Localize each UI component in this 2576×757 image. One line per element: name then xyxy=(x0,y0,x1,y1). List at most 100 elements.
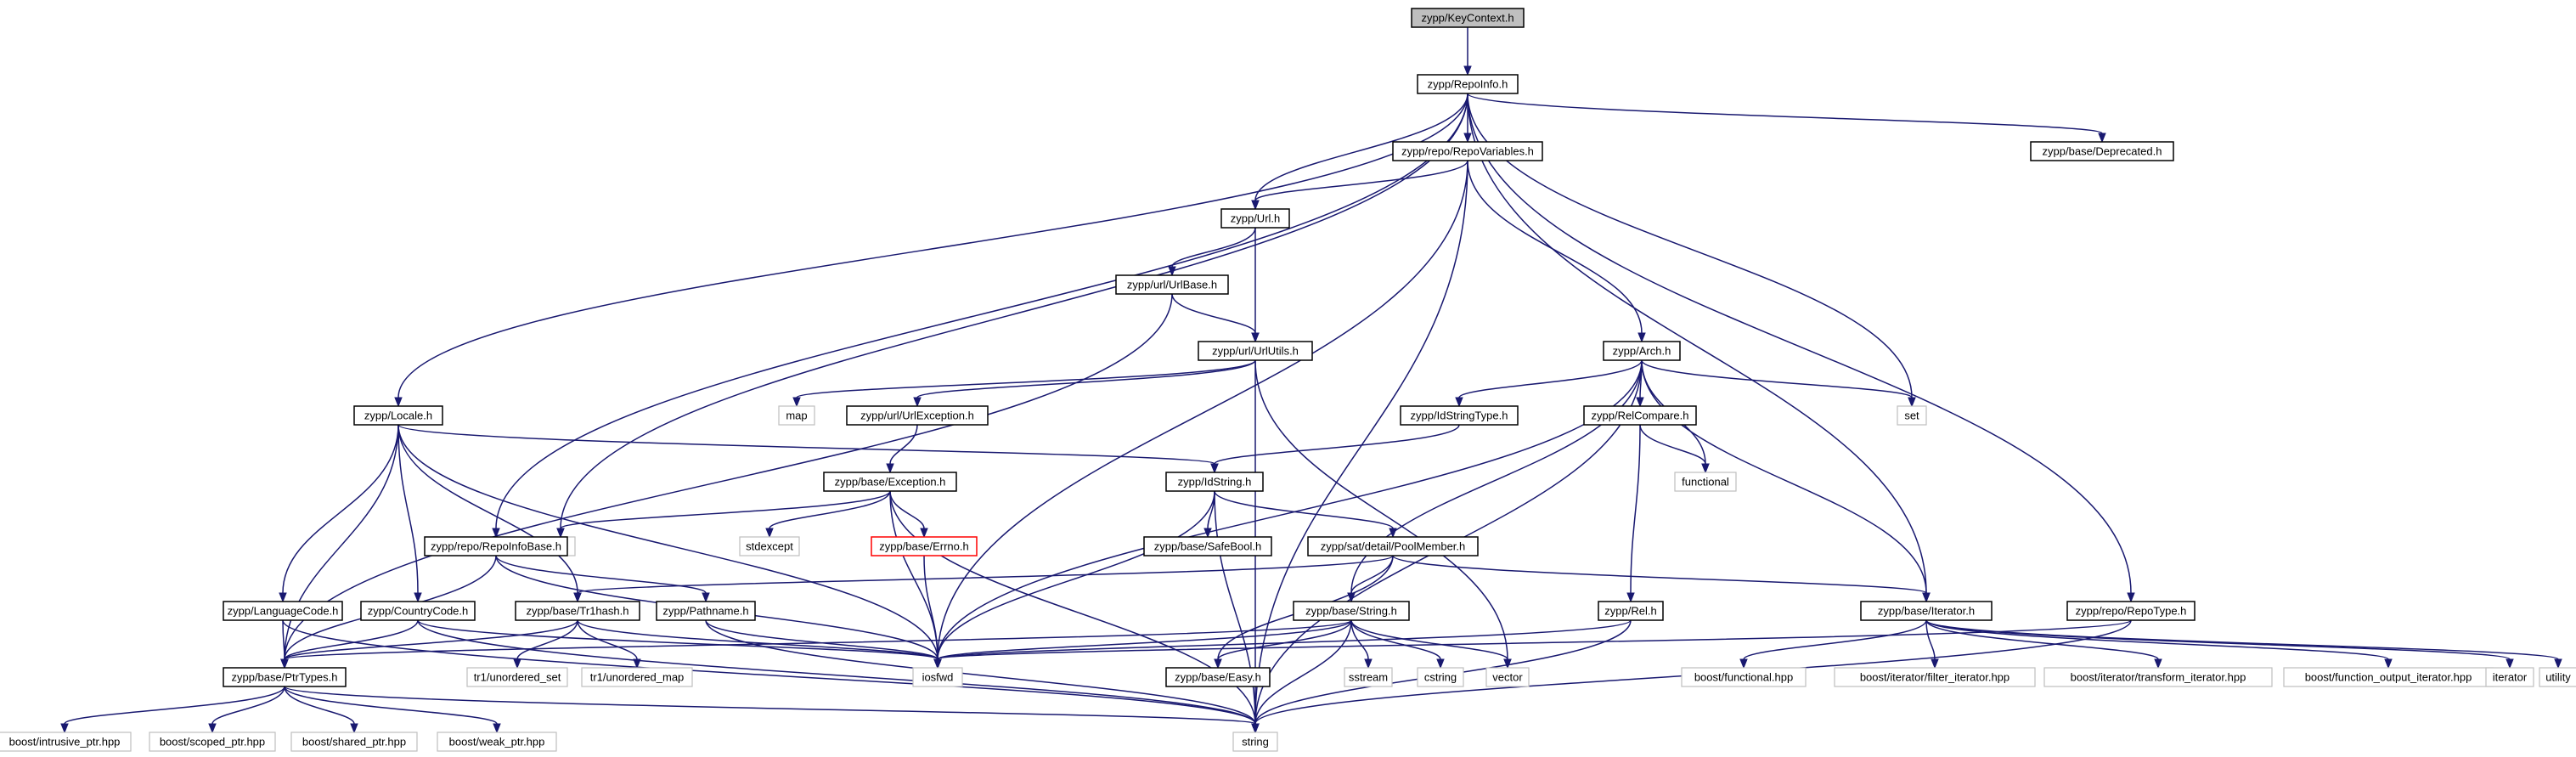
node-box-Exception xyxy=(823,472,957,492)
edge-Locale-to-LanguageCode xyxy=(282,424,399,594)
arrowhead-String-to-cstring xyxy=(1436,658,1445,669)
arrowhead-PtrTypes-to-intrusive_ptr xyxy=(60,723,69,734)
edge-RepoType-to-iosfwd xyxy=(937,619,2132,660)
node-String[interactable]: zypp/base/String.h xyxy=(1293,601,1410,621)
node-RepoType[interactable]: zypp/repo/RepoType.h xyxy=(2066,601,2196,621)
arrowhead-Tr1hash-to-unordered_set xyxy=(513,658,521,669)
edge-PoolMember-to-Tr1hash xyxy=(577,555,1394,594)
node-SafeBool[interactable]: zypp/base/SafeBool.h xyxy=(1143,536,1272,556)
node-RepoVariables[interactable]: zypp/repo/RepoVariables.h xyxy=(1392,141,1543,161)
arrowhead-Exception-to-Errno xyxy=(920,528,928,539)
edge-Iterator-to-transform_iterator xyxy=(1925,619,2159,660)
node-box-IdString xyxy=(1165,472,1264,492)
node-box-map xyxy=(778,405,815,426)
node-label-Url: zypp/Url.h xyxy=(1231,212,1281,225)
node-label-Tr1hash: zypp/base/Tr1hash.h xyxy=(527,605,629,618)
node-UrlBase[interactable]: zypp/url/UrlBase.h xyxy=(1115,274,1229,295)
arrowhead-Locale-to-IdString xyxy=(1210,463,1219,474)
edge-String-to-sstream xyxy=(1350,619,1369,660)
edge-Locale-to-PtrTypes xyxy=(284,424,399,660)
node-box-Rel xyxy=(1598,601,1664,621)
edge-String-to-iosfwd xyxy=(937,619,1352,660)
arrowhead-RepoInfo-to-Locale xyxy=(394,397,403,408)
node-Easy[interactable]: zypp/base/Easy.h xyxy=(1165,667,1271,687)
arrowhead-String-to-PtrTypes xyxy=(280,658,289,669)
node-box-unordered_set xyxy=(466,667,568,687)
node-CountryCode[interactable]: zypp/CountryCode.h xyxy=(360,601,476,621)
edge-Locale-to-CountryCode xyxy=(397,424,419,594)
arrowhead-RelCompare-to-Rel xyxy=(1626,592,1635,603)
edge-PoolMember-to-Iterator xyxy=(1392,555,1927,594)
node-box-Errno xyxy=(871,536,978,556)
node-label-RepoType: zypp/repo/RepoType.h xyxy=(2076,605,2187,618)
arrowhead-UrlException-to-Exception xyxy=(886,463,894,474)
edge-RepoInfo-to-RepoInfoBase xyxy=(495,93,1468,529)
node-box-scoped_ptr xyxy=(149,732,276,752)
node-Deprecated[interactable]: zypp/base/Deprecated.h xyxy=(2030,141,2174,161)
arrowhead-String-to-sstream xyxy=(1364,658,1373,669)
node-label-PoolMember: zypp/sat/detail/PoolMember.h xyxy=(1321,540,1466,553)
arrowhead-UrlBase-to-UrlUtils xyxy=(1251,332,1260,343)
edge-RelCompare-to-functional xyxy=(1639,424,1706,465)
node-vector: vector xyxy=(1485,667,1530,687)
node-RelCompare[interactable]: zypp/RelCompare.h xyxy=(1583,405,1697,426)
node-unordered_set: tr1/unordered_set xyxy=(466,667,568,687)
edge-UrlException-to-Exception xyxy=(889,424,918,465)
edge-String-to-PtrTypes xyxy=(284,619,1352,660)
node-RepoInfo[interactable]: zypp/RepoInfo.h xyxy=(1417,74,1519,94)
edge-Arch-to-iosfwd xyxy=(937,359,1643,660)
node-RepoInfoBase[interactable]: zypp/repo/RepoInfoBase.h xyxy=(424,536,568,556)
node-box-unordered_map xyxy=(581,667,693,687)
node-label-UrlBase: zypp/url/UrlBase.h xyxy=(1127,279,1217,291)
arrowhead-RepoVariables-to-Arch xyxy=(1637,332,1646,343)
arrowhead-String-to-vector xyxy=(1503,658,1512,669)
node-label-functional: functional xyxy=(1682,476,1729,489)
edge-RepoVariables-to-Arch xyxy=(1467,160,1643,334)
node-box-Pathname xyxy=(656,601,756,621)
arrowhead-IdString-to-SafeBool xyxy=(1203,528,1212,539)
node-PoolMember[interactable]: zypp/sat/detail/PoolMember.h xyxy=(1307,536,1479,556)
arrowhead-RepoInfoBase-to-Pathname xyxy=(702,592,710,603)
node-stdexcept: stdexcept xyxy=(739,536,800,556)
node-box-Iterator xyxy=(1860,601,1993,621)
edge-Tr1hash-to-iosfwd xyxy=(577,619,939,660)
node-Exception[interactable]: zypp/base/Exception.h xyxy=(823,472,957,492)
node-PtrTypes[interactable]: zypp/base/PtrTypes.h xyxy=(223,667,347,687)
node-label-shared_ptr: boost/shared_ptr.hpp xyxy=(302,736,406,749)
node-Iterator[interactable]: zypp/base/Iterator.h xyxy=(1860,601,1993,621)
node-LanguageCode[interactable]: zypp/LanguageCode.h xyxy=(223,601,343,621)
arrowhead-RepoInfo-to-RepoType xyxy=(2127,592,2135,603)
arrowhead-Iterator-to-iterator xyxy=(2506,658,2514,669)
node-shared_ptr: boost/shared_ptr.hpp xyxy=(290,732,418,752)
node-Arch[interactable]: zypp/Arch.h xyxy=(1603,341,1681,361)
node-sstream: sstream xyxy=(1344,667,1393,687)
node-IdString[interactable]: zypp/IdString.h xyxy=(1165,472,1264,492)
node-box-cstring xyxy=(1417,667,1464,687)
edge-UrlUtils-to-vector xyxy=(1254,359,1508,660)
node-Errno[interactable]: zypp/base/Errno.h xyxy=(871,536,978,556)
edge-Tr1hash-to-PtrTypes xyxy=(284,619,578,660)
node-UrlException[interactable]: zypp/url/UrlException.h xyxy=(846,405,989,426)
node-Pathname[interactable]: zypp/Pathname.h xyxy=(656,601,756,621)
edge-Url-to-UrlBase xyxy=(1171,227,1256,268)
node-Locale[interactable]: zypp/Locale.h xyxy=(353,405,443,426)
arrowhead-Iterator-to-transform_iterator xyxy=(2154,658,2162,669)
node-box-RepoVariables xyxy=(1392,141,1543,161)
arrowhead-PoolMember-to-Iterator xyxy=(1922,592,1931,603)
node-box-Arch xyxy=(1603,341,1681,361)
edge-RepoInfo-to-RepoType xyxy=(1467,93,2132,594)
node-IdStringType[interactable]: zypp/IdStringType.h xyxy=(1400,405,1519,426)
arrowhead-UrlUtils-to-map xyxy=(792,397,801,408)
node-KeyContext[interactable]: zypp/KeyContext.h xyxy=(1411,8,1525,28)
arrowhead-Arch-to-set xyxy=(1908,397,1916,408)
arrowhead-PtrTypes-to-weak_ptr xyxy=(493,723,501,734)
node-box-SafeBool xyxy=(1143,536,1272,556)
node-UrlUtils[interactable]: zypp/url/UrlUtils.h xyxy=(1198,341,1313,361)
edge-UrlUtils-to-map xyxy=(796,359,1256,398)
edge-PtrTypes-to-string xyxy=(284,686,1256,725)
node-Rel[interactable]: zypp/Rel.h xyxy=(1598,601,1664,621)
arrowhead-Iterator-to-utility xyxy=(2554,658,2562,669)
node-Url[interactable]: zypp/Url.h xyxy=(1220,208,1290,229)
edge-String-to-string xyxy=(1254,619,1352,725)
node-Tr1hash[interactable]: zypp/base/Tr1hash.h xyxy=(515,601,640,621)
